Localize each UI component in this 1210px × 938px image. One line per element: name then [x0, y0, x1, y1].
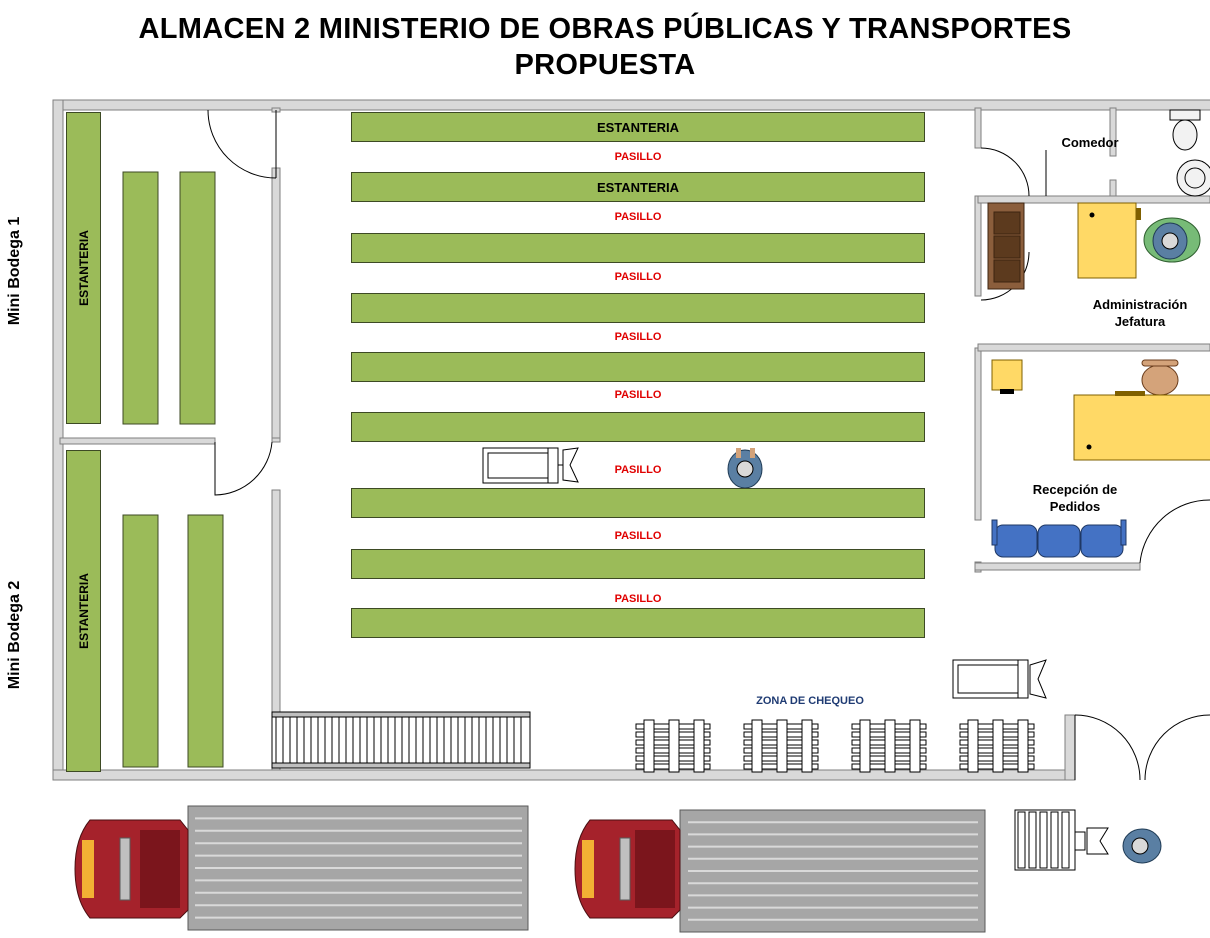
page-title: ALMACEN 2 MINISTERIO DE OBRAS PÚBLICAS Y… [138, 13, 1072, 45]
aisle-label: PASILLO [614, 331, 662, 343]
desk-icon [1073, 391, 1210, 461]
sofa-icon [987, 202, 1025, 290]
mini-bodega-2-shelf: ESTANTERIA [66, 450, 101, 772]
mini-bodega-1-label: Mini Bodega 1 [6, 216, 23, 326]
shelf-row [351, 488, 925, 518]
shelf-row [351, 412, 925, 442]
page-subtitle: PROPUESTA [514, 49, 696, 81]
shelf-row [351, 293, 925, 323]
worker-icon [1143, 217, 1201, 263]
aisle-label: PASILLO [614, 271, 662, 283]
reception-label: Recepción de Pedidos [1010, 481, 1140, 515]
admin-label-line1: Administración [1092, 297, 1188, 312]
pallet-icon [743, 719, 819, 773]
aisle-label: PASILLO [614, 211, 662, 223]
reception-label-line2: Pedidos [1049, 499, 1101, 514]
shelf-label: ESTANTERIA [596, 119, 680, 135]
shelf-row: ESTANTERIA [351, 112, 925, 142]
shelf-row: ESTANTERIA [351, 172, 925, 202]
aisle-label: PASILLO [614, 151, 662, 163]
pallet-icon [635, 719, 711, 773]
comedor-label: Comedor [1061, 135, 1119, 150]
pallet-group [635, 719, 1035, 773]
pallet-jack-icon [482, 447, 579, 484]
shelf-label: ESTANTERIA [76, 230, 91, 306]
aisle-label: PASILLO [614, 530, 662, 542]
shelf-row [351, 549, 925, 579]
pallet-jack-icon [1074, 827, 1109, 855]
pallet-icon [959, 719, 1035, 773]
building-walls [52, 99, 1210, 781]
reception-label-line1: Recepción de [1032, 482, 1118, 497]
truck-icon [574, 809, 986, 933]
mini-bodega-1-shelf: ESTANTERIA [66, 112, 101, 424]
shelf-row [351, 352, 925, 382]
waiting-chairs-icon [991, 519, 1127, 558]
shelf-label: ESTANTERIA [596, 179, 680, 195]
shelf-label: ESTANTERIA [76, 573, 91, 649]
toilet-icon [1169, 109, 1201, 151]
pallet-icon [851, 719, 927, 773]
truck-icon [74, 805, 529, 931]
worker-icon [1122, 828, 1162, 864]
aisle-label: PASILLO [614, 593, 662, 605]
worker-icon [727, 448, 763, 489]
pallet-icon [1014, 809, 1076, 871]
shelf-row [351, 608, 925, 638]
doors [207, 109, 1210, 781]
zona-chequeo-label: ZONA DE CHEQUEO [756, 695, 864, 707]
sink-icon [1176, 159, 1210, 197]
aisle-label: PASILLO [614, 389, 662, 401]
mini-bodega-2-label: Mini Bodega 2 [6, 580, 23, 690]
pallet-jack-icon [952, 659, 1047, 699]
mini-bodega-shelves [122, 171, 224, 768]
aisle-label: PASILLO [614, 464, 662, 476]
desk-icon [1077, 202, 1141, 279]
admin-label-line2: Jefatura [1114, 314, 1166, 329]
shelf-row [351, 233, 925, 263]
admin-label: Administración Jefatura [1070, 296, 1210, 330]
conveyor-icon [271, 711, 531, 769]
chair-icon [1141, 359, 1179, 396]
cabinet-icon [991, 359, 1023, 394]
